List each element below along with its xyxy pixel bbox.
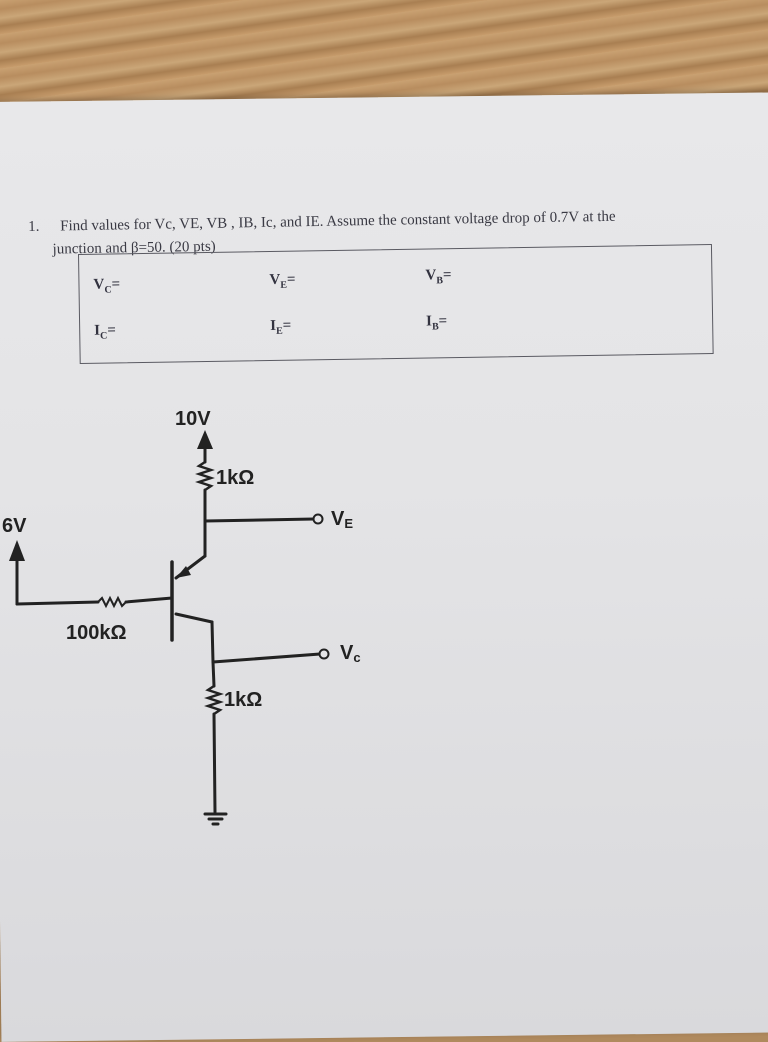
resistor-bottom-symbol — [204, 684, 224, 716]
base-resistor-symbol — [97, 595, 127, 609]
resistor-bottom-label: 1kΩ — [224, 689, 262, 711]
vc-terminal-icon — [318, 648, 330, 660]
ve-terminal-icon — [312, 513, 324, 525]
collector-lead — [174, 612, 214, 624]
base-resistor-label: 100kΩ — [66, 622, 127, 644]
base-lead-wire — [124, 596, 174, 604]
base-horizontal-wire — [15, 600, 100, 606]
supply-top-label: 10V — [175, 408, 211, 430]
emitter-arrow-icon — [176, 566, 191, 578]
base-supply-arrow-icon — [9, 540, 25, 561]
base-supply-label: 6V — [2, 515, 27, 537]
collector-wire — [210, 620, 215, 664]
ve-wire — [203, 517, 316, 523]
vc-label: Vc — [340, 642, 361, 665]
supply-top-arrow-icon — [197, 430, 213, 449]
vc-wire — [211, 652, 322, 664]
ground-wire — [212, 712, 217, 814]
resistor-bottom-wire-top — [211, 660, 216, 688]
resistor-top-label: 1kΩ — [216, 467, 254, 489]
resistor-top-symbol — [195, 460, 215, 492]
ve-label: VE — [331, 508, 353, 531]
